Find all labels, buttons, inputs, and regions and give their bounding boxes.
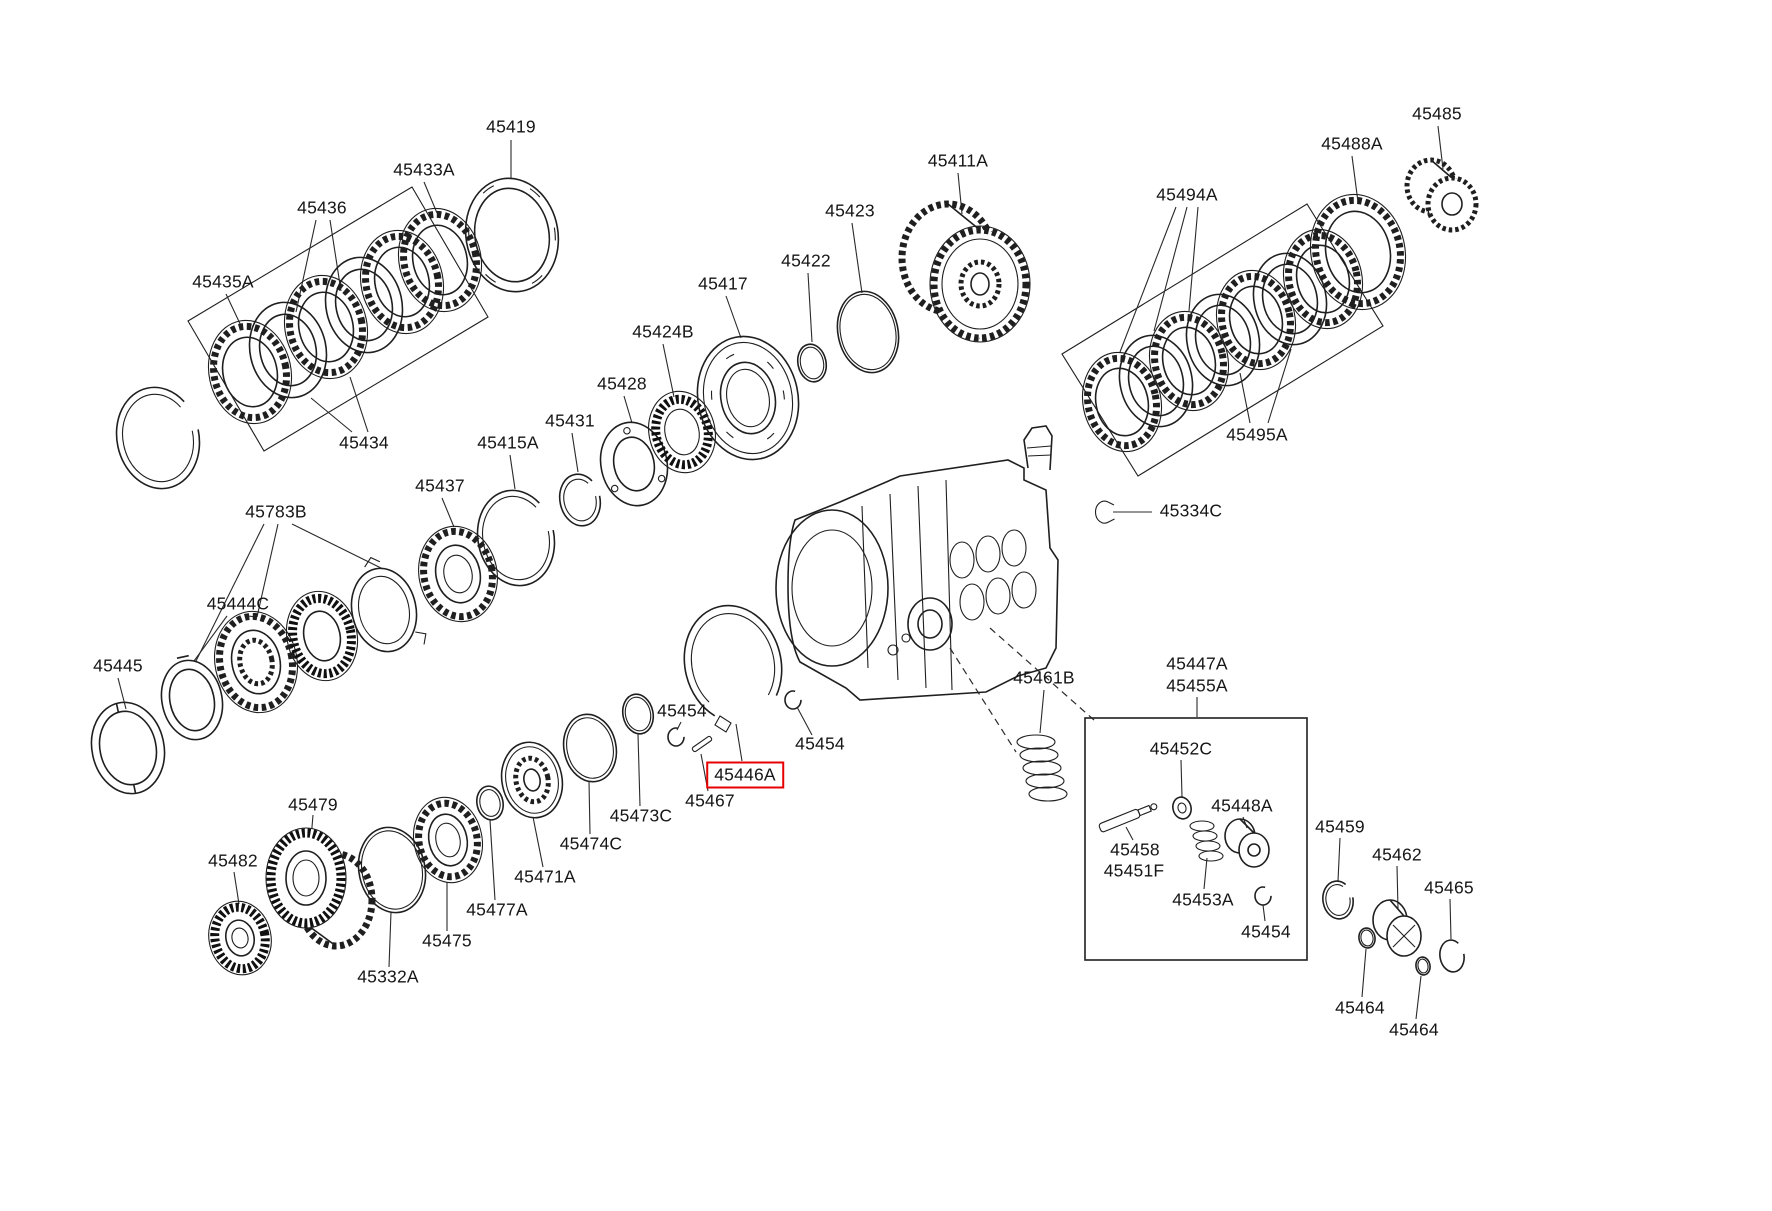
part-label-45453A-41[interactable]: 45453A [1172,889,1234,910]
part-label-45485-12[interactable]: 45485 [1412,103,1462,124]
part-label-45488A-11[interactable]: 45488A [1321,133,1383,154]
part-label-45495A-13[interactable]: 45495A [1226,424,1288,445]
part-label-45452C-37[interactable]: 45452C [1149,738,1213,759]
part-label-45479-32[interactable]: 45479 [288,794,338,815]
part-45454-clip2-drawing [667,727,685,747]
part-45475-drawing [413,796,483,884]
part-label-45334C-14[interactable]: 45334C [1159,500,1223,521]
part-45477A-drawing [476,785,504,821]
part-45422-drawing [796,343,828,383]
part-45473C-drawing [621,693,655,735]
part-label-45434-4[interactable]: 45434 [339,432,389,453]
part-45485-drawing [1404,157,1479,233]
part-45452C-drawing [1172,796,1192,820]
part-45424B-drawing [648,390,716,474]
part-45462-drawing [1372,899,1422,957]
left-clutch-pack-box [187,186,489,452]
transmission-case-drawing [775,425,1059,701]
part-label-45461B-34[interactable]: 45461B [1013,667,1075,688]
part-label-45436-2[interactable]: 45436 [297,197,347,218]
part-45454-clip-drawing [1254,886,1272,906]
part-45415A-drawing [476,489,556,587]
part-label-45437-18[interactable]: 45437 [415,475,465,496]
part-45482-drawing [208,900,272,976]
part-label-45411A-9[interactable]: 45411A [927,150,989,171]
part-label-45464-47[interactable]: 45464 [1389,1019,1439,1040]
part-label-45415A-17[interactable]: 45415A [477,432,539,453]
part-45467-drawing [691,735,713,753]
part-label-45435A-3[interactable]: 45435A [192,271,254,292]
part-label-45332A-31[interactable]: 45332A [357,966,419,987]
part-45334C-drawing [1094,500,1115,524]
part-label-45467-25[interactable]: 45467 [685,790,735,811]
part-45428-drawing [599,421,669,507]
part-label-45783B-19[interactable]: 45783B [245,501,307,522]
part-label-45423-8[interactable]: 45423 [825,200,875,221]
part-label-45445-21[interactable]: 45445 [93,655,143,676]
valve-assembly-box [1084,717,1308,961]
part-label-45482-33[interactable]: 45482 [208,850,258,871]
part-label-45494A-10[interactable]: 45494A [1156,184,1218,205]
part-label-45433A-1[interactable]: 45433A [393,159,455,180]
part-45453A-drawing [1189,820,1224,862]
part-label-45455A-36[interactable]: 45455A [1166,675,1228,696]
part-label-45422-7[interactable]: 45422 [781,250,831,271]
part-label-45446A-24[interactable]: 45446A [706,761,784,789]
part-45461B-drawing [1016,734,1068,802]
part-label-45471A-28[interactable]: 45471A [514,866,576,887]
part-label-45464-46[interactable]: 45464 [1335,997,1385,1018]
part-label-45448A-38[interactable]: 45448A [1211,795,1273,816]
part-label-45477A-29[interactable]: 45477A [466,899,528,920]
part-45479-drawing [265,827,376,950]
part-label-45454-42[interactable]: 45454 [1241,921,1291,942]
part-45448A-drawing [1224,818,1270,868]
part-45464-ring2-drawing [1415,956,1431,976]
part-label-45473C-26[interactable]: 45473C [609,805,673,826]
part-label-45419-0[interactable]: 45419 [486,116,536,137]
part-label-45462-44[interactable]: 45462 [1372,844,1422,865]
part-label-45454-23[interactable]: 45454 [795,733,845,754]
part-label-45424B-5[interactable]: 45424B [632,321,694,342]
part-label-45475-30[interactable]: 45475 [422,930,472,951]
part-label-45431-16[interactable]: 45431 [545,410,595,431]
part-45437-drawing [418,525,498,623]
part-label-45451F-40[interactable]: 45451F [1103,860,1165,881]
planetary-group-drawing [160,556,427,741]
band-anchor-tab [714,715,732,733]
part-label-45458-39[interactable]: 45458 [1110,839,1160,860]
part-label-45465-45[interactable]: 45465 [1424,877,1474,898]
part-45454-clip3-drawing [784,690,802,710]
part-45471A-drawing [500,741,564,819]
part-45417-drawing [696,335,800,461]
part-label-45447A-35[interactable]: 45447A [1166,653,1228,674]
part-45445-drawing [90,701,166,795]
part-45474C-drawing [562,713,618,783]
right-clutch-pack-box [1061,203,1384,477]
assembly-dashed-lines [949,627,1095,753]
part-label-45428-15[interactable]: 45428 [597,373,647,394]
part-label-45454-22[interactable]: 45454 [657,700,707,721]
part-label-45459-43[interactable]: 45459 [1315,816,1365,837]
part-45464-ring-drawing [1358,927,1376,949]
part-45458-45451F-drawing [1098,803,1158,833]
leader-lines [117,125,1452,1020]
part-label-45417-6[interactable]: 45417 [698,273,748,294]
part-45423-drawing [836,290,900,374]
part-label-45444C-20[interactable]: 45444C [206,593,270,614]
part-45446A-drawing [683,604,783,724]
part-label-45474C-27[interactable]: 45474C [559,833,623,854]
part-45411A-drawing [898,200,1031,343]
part-45419-drawing [464,177,560,293]
